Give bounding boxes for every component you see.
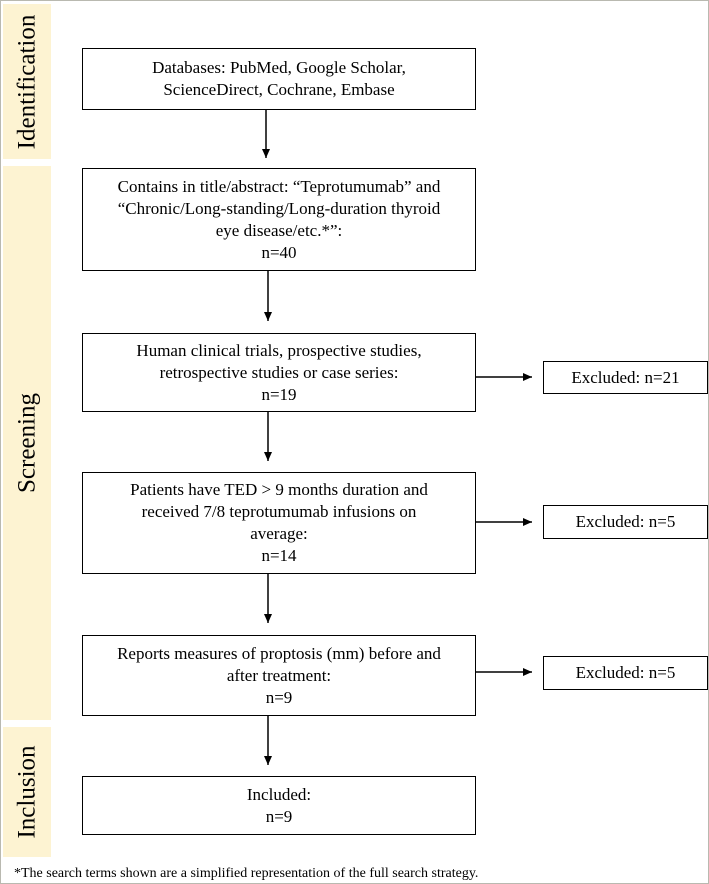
- title-abstract-count: n=40: [261, 242, 297, 262]
- stage-identification-panel: Identification: [3, 4, 51, 159]
- title-abstract-line-3: eye disease/etc.*”:: [215, 220, 343, 240]
- study-type-line-2: retrospective studies or case series:: [159, 362, 399, 382]
- patients-line-2: received 7/8 teprotumumab infusions on: [141, 502, 417, 521]
- study-type-line-1: Human clinical trials, prospective studi…: [136, 340, 422, 360]
- title-abstract-line-1: Contains in title/abstract: “Teprotumuma…: [117, 176, 441, 196]
- stage-inclusion-panel: Inclusion: [3, 727, 51, 857]
- study-type-count: n=19: [261, 384, 297, 404]
- proptosis-count: n=9: [265, 687, 293, 707]
- patients-count: n=14: [261, 546, 297, 565]
- proptosis-line-2: after treatment:: [226, 665, 332, 685]
- title-abstract-box: Contains in title/abstract: “Teprotumuma…: [82, 168, 476, 271]
- proptosis-box: Reports measures of proptosis (mm) befor…: [82, 635, 476, 716]
- databases-line-2: ScienceDirect, Cochrane, Embase: [163, 80, 395, 99]
- databases-line-1: Databases: PubMed, Google Scholar,: [152, 58, 406, 77]
- databases-box: Databases: PubMed, Google Scholar, Scien…: [82, 48, 476, 110]
- stage-screening-panel: Screening: [3, 166, 51, 720]
- patients-line-3: average:: [250, 524, 308, 543]
- proptosis-line-1: Reports measures of proptosis (mm) befor…: [117, 643, 441, 663]
- footnote: *The search terms shown are a simplified…: [14, 866, 479, 881]
- included-count: n=9: [265, 806, 293, 826]
- excluded-box-proptosis: Excluded: n=5: [543, 656, 708, 690]
- excluded-box-patients: Excluded: n=5: [543, 505, 708, 539]
- title-abstract-line-2: “Chronic/Long-standing/Long-duration thy…: [117, 198, 441, 218]
- excluded-box-study-type: Excluded: n=21: [543, 361, 708, 394]
- patients-box: Patients have TED > 9 months duration an…: [82, 472, 476, 574]
- included-label: Included:: [246, 784, 312, 804]
- included-box: Included: n=9: [82, 776, 476, 835]
- study-type-box: Human clinical trials, prospective studi…: [82, 333, 476, 412]
- patients-line-1: Patients have TED > 9 months duration an…: [130, 480, 428, 499]
